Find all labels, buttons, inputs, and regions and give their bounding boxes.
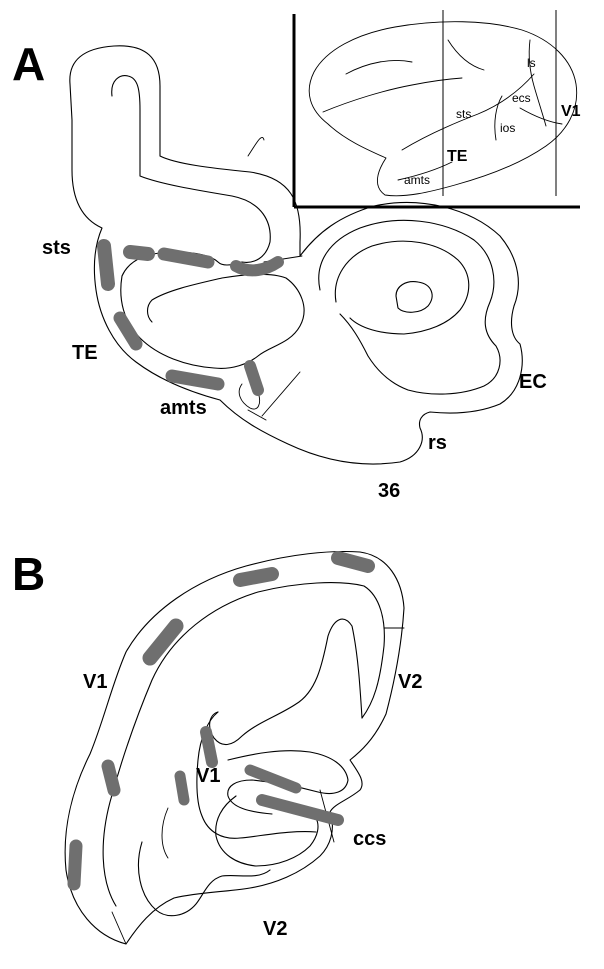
- inset-ecs-sulcus: [519, 107, 563, 125]
- panel-a: A ls ecs V1 sts ios TE amts: [12, 10, 581, 502]
- section-a-top-gyrus-edge: [159, 111, 265, 157]
- section-a-ec-outer-fold: [318, 219, 501, 395]
- inset-amts-sulcus: [397, 161, 453, 181]
- inset-label-v1: V1: [561, 103, 581, 120]
- marker-stripe: [256, 794, 344, 826]
- section-a-ec-inner-island: [395, 281, 433, 313]
- panel-a-letter: A: [12, 38, 45, 90]
- marker-stripe: [230, 256, 284, 277]
- panel-b: B: [12, 548, 422, 945]
- inset-frontal-sulcus: [345, 60, 413, 75]
- section-b-fold-upper: [209, 618, 363, 746]
- marker-stripe: [157, 247, 215, 269]
- marker-stripe: [142, 618, 184, 666]
- marker-stripe: [113, 311, 143, 351]
- inset-label-ios: ios: [500, 121, 515, 135]
- section-b-fold-middle: [227, 750, 349, 815]
- panel-b-letter: B: [12, 548, 45, 600]
- inset-ios-sulcus: [494, 95, 503, 141]
- section-b-fold-bottom: [137, 841, 271, 917]
- label-amts: amts: [160, 397, 207, 419]
- inset-label-sts: sts: [456, 107, 471, 121]
- label-v2-right: V2: [398, 671, 422, 693]
- label-sts: sts: [42, 237, 71, 259]
- marker-stripe: [97, 239, 115, 291]
- panel-b-section: [64, 550, 405, 945]
- marker-stripe: [200, 726, 218, 768]
- inset-brain-outline: [308, 21, 578, 197]
- marker-stripe: [174, 770, 190, 806]
- inset-lateral-brain: ls ecs V1 sts ios TE amts: [308, 10, 581, 197]
- label-te: TE: [72, 342, 98, 364]
- marker-stripe: [244, 360, 264, 396]
- panel-a-section: [69, 45, 523, 465]
- marker-stripe: [165, 369, 225, 391]
- label-ec: EC: [519, 371, 547, 393]
- inset-sylvian-fissure: [322, 77, 463, 113]
- label-v1-outer: V1: [83, 671, 107, 693]
- label-area-36: 36: [378, 480, 400, 502]
- section-a-amts-groove: [238, 383, 261, 410]
- inset-label-te: TE: [447, 148, 468, 165]
- label-ccs: ccs: [353, 828, 386, 850]
- section-a-outer-contour: [69, 45, 523, 465]
- marker-stripe: [244, 764, 302, 794]
- section-b-outer-contour: [64, 550, 405, 945]
- section-b-fold-lower: [215, 795, 319, 867]
- section-b-boundary-v2-bottom: [111, 911, 127, 945]
- section-b-fold-v1-calcarine: [196, 711, 317, 839]
- marker-stripe: [101, 759, 121, 797]
- section-a-ec-middle-fold: [334, 240, 470, 335]
- inset-label-ls: ls: [527, 56, 536, 70]
- marker-stripe: [331, 551, 375, 573]
- section-b-inner-stub: [161, 807, 169, 859]
- inset-ls-sulcus: [528, 39, 547, 127]
- section-b-inner-contour: [102, 582, 385, 907]
- label-v2-bottom: V2: [263, 918, 287, 940]
- marker-stripe: [233, 567, 279, 587]
- label-v1-inner: V1: [196, 765, 220, 787]
- inset-label-ecs: ecs: [512, 91, 531, 105]
- section-a-boundary-36: [261, 371, 301, 417]
- inset-label-amts: amts: [404, 173, 430, 187]
- section-b-marker-band: [67, 551, 375, 891]
- inset-sts-sulcus: [401, 73, 535, 151]
- section-a-boundary-te: [247, 409, 267, 421]
- section-a-sts-loop: [120, 273, 305, 369]
- marker-stripe: [123, 245, 155, 261]
- label-rs: rs: [428, 432, 447, 454]
- marker-stripe: [67, 839, 83, 891]
- section-a-marker-band: [97, 239, 284, 396]
- inset-central-sulcus: [447, 39, 485, 71]
